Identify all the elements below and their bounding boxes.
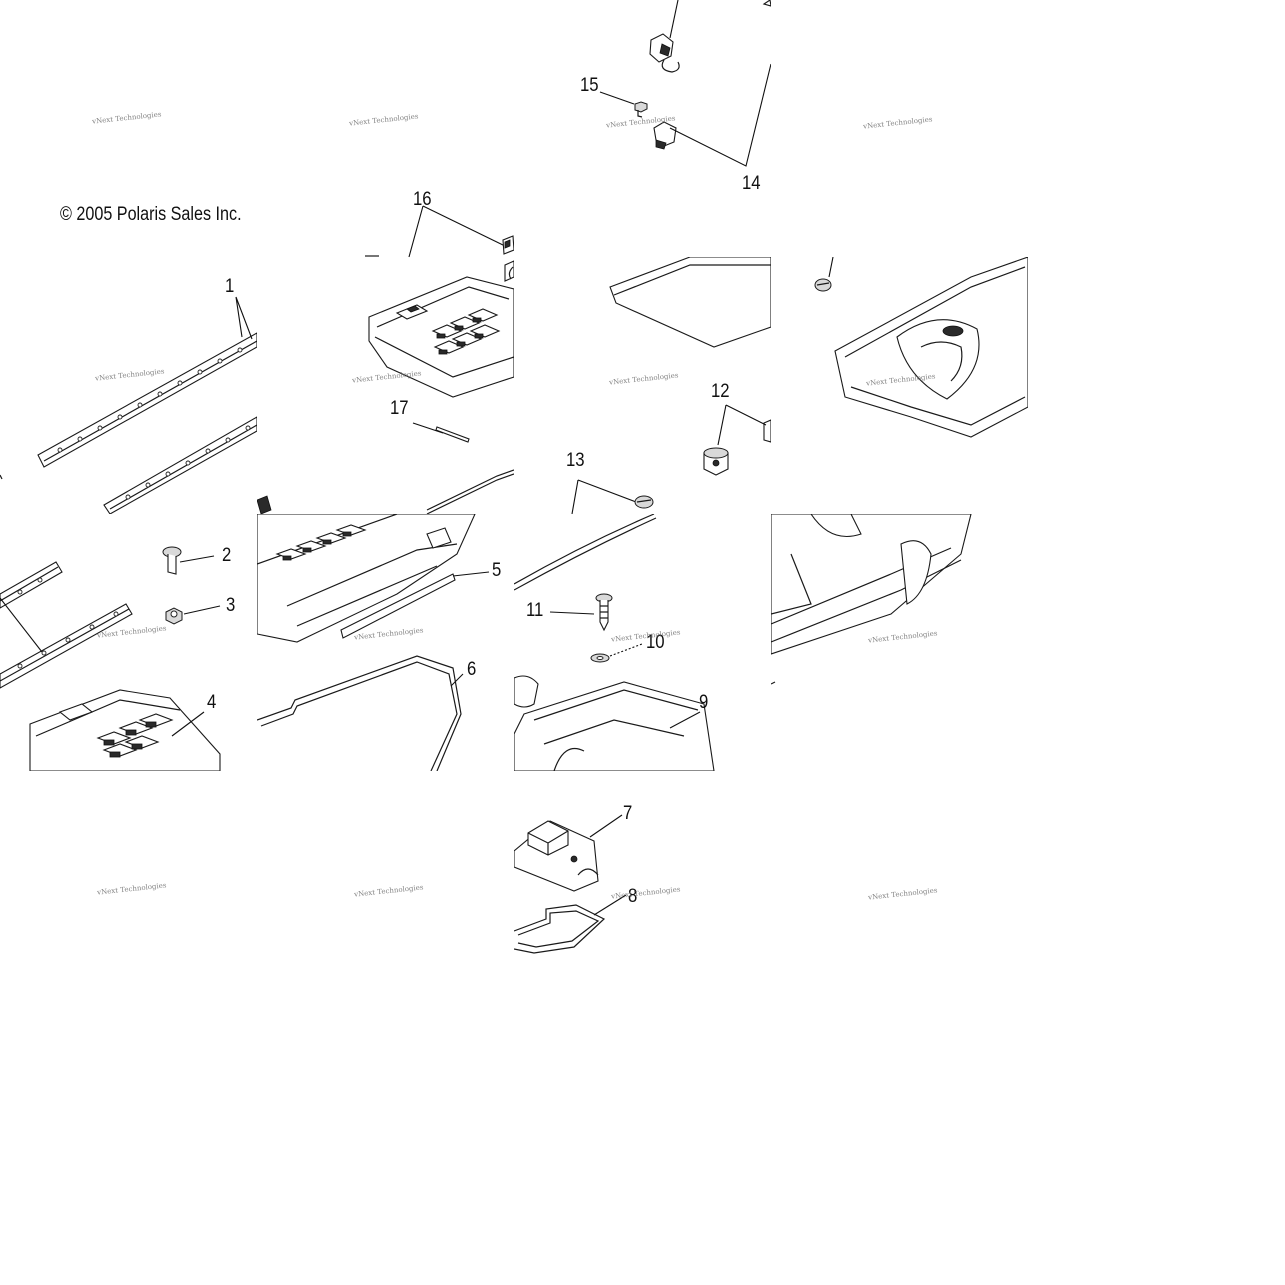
callout-3: 3 (226, 595, 236, 616)
callout-10: 10 (646, 632, 665, 653)
tile-r0-c2 (514, 0, 771, 257)
tile-r1-c2 (514, 257, 771, 514)
callout-17: 17 (390, 398, 409, 419)
watermark: vNext Technologies (348, 112, 419, 128)
callout-16: 16 (413, 189, 432, 210)
callout-12: 12 (711, 381, 730, 402)
callout-5: 5 (492, 560, 502, 581)
tile-r3-c2 (514, 771, 771, 1028)
callout-6: 6 (467, 659, 477, 680)
tile-r1-c3-drawing (814, 257, 1028, 438)
tile-r3-c2-drawing (514, 814, 627, 954)
callout-8: 8 (628, 886, 638, 907)
callout-4: 4 (207, 692, 217, 713)
callout-16-leaders (365, 205, 514, 258)
callout-9: 9 (699, 692, 709, 713)
tile-r1-c0-drawing (0, 296, 257, 514)
copyright-notice: © 2005 Polaris Sales Inc. (60, 204, 242, 225)
tile-r2-c2-drawing (514, 514, 715, 771)
tile-r2-c1-drawing (257, 514, 490, 771)
watermark: vNext Technologies (91, 110, 162, 126)
tile-r1-c3 (771, 257, 1028, 514)
tile-r1-c2-drawing (609, 257, 771, 476)
tile-r2-c1 (257, 514, 514, 771)
tile-r2-c2 (514, 514, 771, 771)
watermark: vNext Technologies (862, 115, 933, 131)
callout-15: 15 (580, 75, 599, 96)
tile-r1-c1 (257, 257, 514, 514)
callout-14: 14 (742, 173, 761, 194)
callout-13-leaders (571, 479, 654, 514)
tile-r2-c3 (771, 514, 1028, 771)
watermark: vNext Technologies (353, 883, 424, 899)
tile-r2-c0-drawing (0, 546, 221, 771)
watermark: vNext Technologies (867, 886, 938, 902)
tile-r1-c0 (0, 257, 257, 514)
tile-r2-c0 (0, 514, 257, 771)
watermark: vNext Technologies (96, 881, 167, 897)
tile-r0-c2-drawing (599, 0, 771, 167)
callout-11: 11 (526, 600, 544, 621)
tile-r1-c1-drawing (368, 260, 514, 443)
callout-2: 2 (222, 545, 232, 566)
callout-13: 13 (566, 450, 585, 471)
callout-7: 7 (623, 803, 633, 824)
callout-1: 1 (225, 276, 235, 297)
tile-r1-c1-bottom-strip (257, 469, 514, 514)
tile-r2-c3-drawing (771, 514, 972, 685)
